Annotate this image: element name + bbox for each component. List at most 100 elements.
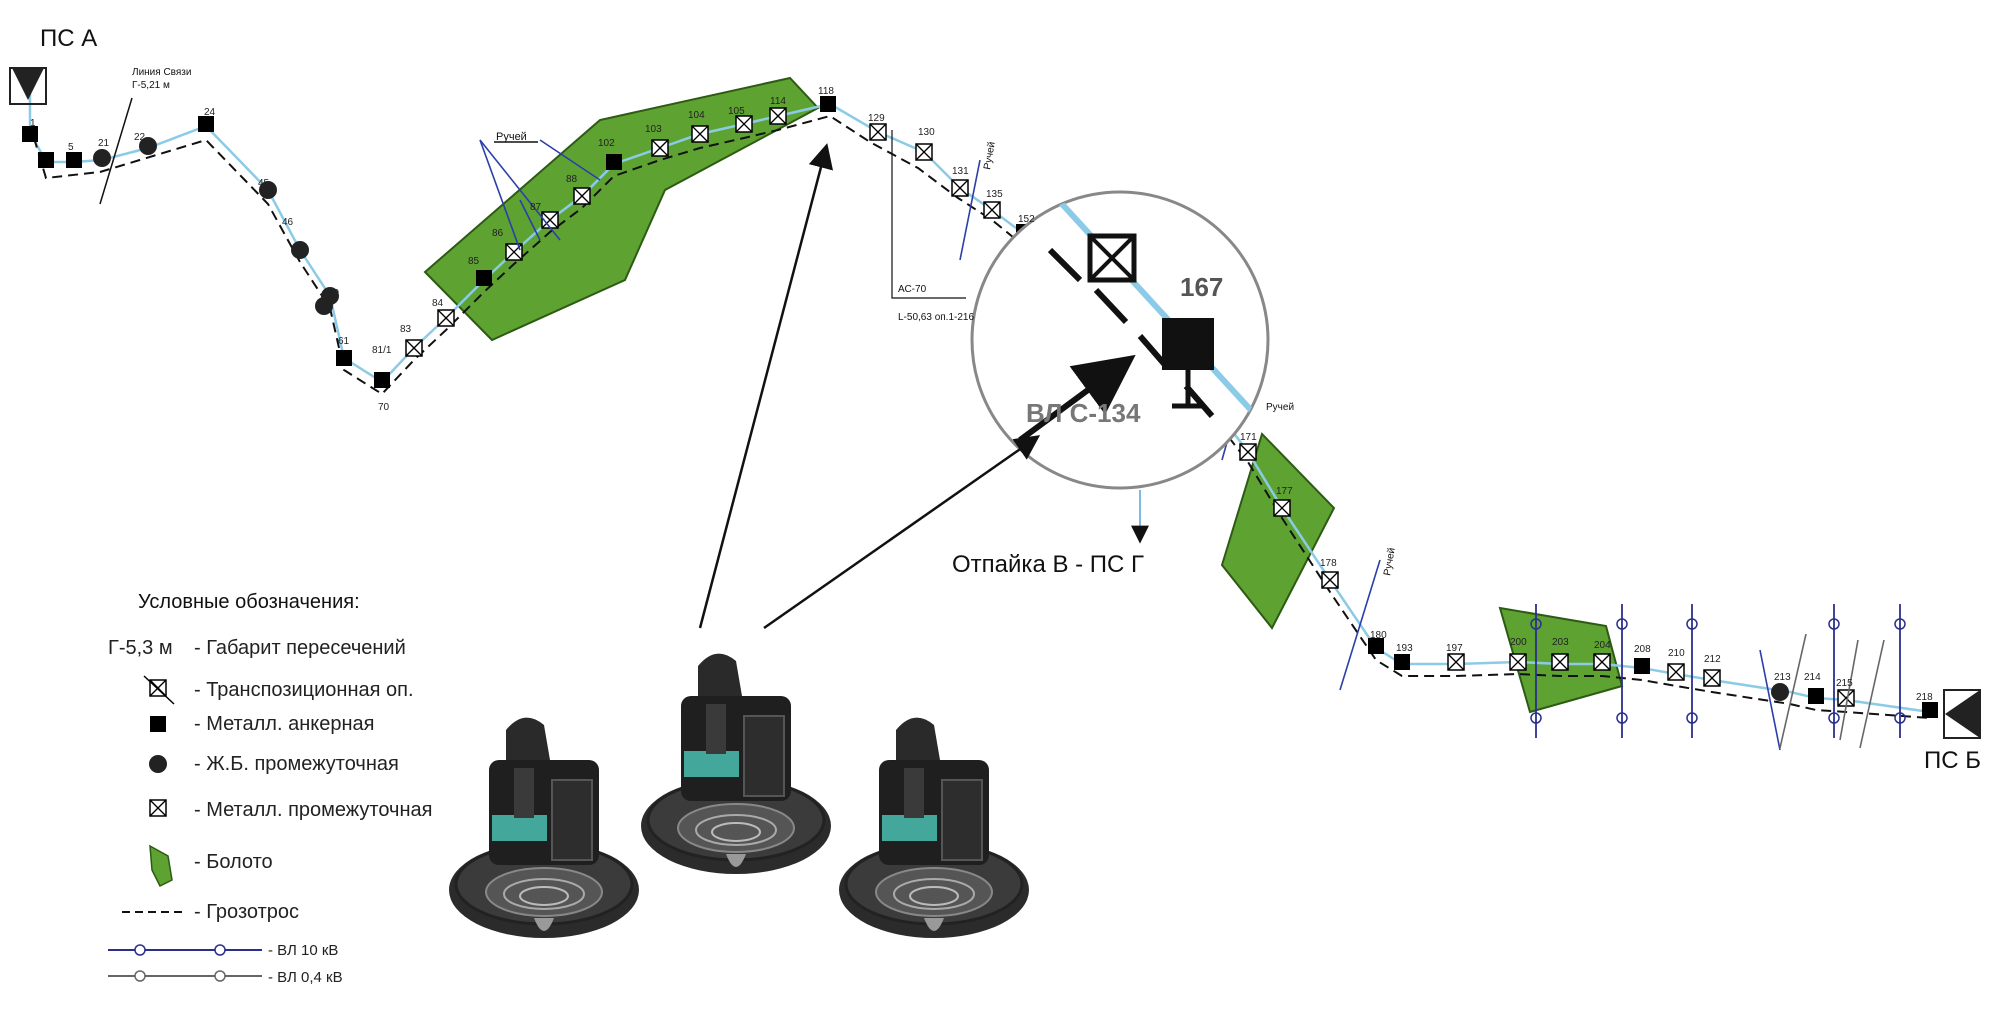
power-line — [28, 90, 1931, 714]
anchor-pole-icon — [1394, 654, 1410, 670]
legend-label: - Металл. анкерная — [194, 713, 374, 735]
stream-line — [519, 199, 541, 241]
pole-number: 200 — [1510, 637, 1527, 648]
anchor-pole-icon — [1368, 638, 1384, 654]
concrete-pole-icon — [291, 241, 309, 259]
pole-number: 212 — [1704, 654, 1721, 665]
stream-line — [959, 159, 981, 261]
zoom-ground-wire — [1093, 287, 1129, 325]
legend-anchor-icon — [150, 716, 166, 732]
high-bay-lamp-icon — [837, 716, 1031, 940]
pole-number: 218 — [1916, 692, 1933, 703]
pole-cross — [951, 179, 969, 197]
pole-number: 61 — [338, 336, 350, 347]
swamp-area — [423, 76, 820, 342]
pole-number: 203 — [1552, 637, 1569, 648]
stream-label: Ручей — [496, 131, 527, 143]
overhead-line-pole — [1530, 618, 1542, 630]
pole-number: 59 — [328, 288, 340, 299]
pole-number: 208 — [1634, 644, 1651, 655]
pole-number: 177 — [1276, 486, 1293, 497]
pole-number: 57 — [298, 247, 310, 258]
zoom-lens — [970, 190, 1270, 490]
pole-number: 102 — [598, 138, 615, 149]
pole-number: 180 — [1370, 630, 1387, 641]
anchor-pole-icon — [820, 96, 836, 112]
legend-label: - Ж.Б. промежуточная — [194, 753, 399, 775]
anchor-pole-icon — [1922, 702, 1938, 718]
overhead-line-pole — [1828, 618, 1840, 630]
pole-cross — [1447, 653, 1465, 671]
pole-number: 1 — [30, 118, 36, 129]
pole-number: 214 — [1804, 672, 1821, 683]
pole-number: 104 — [688, 110, 705, 121]
high-bay-lamp-icon — [639, 652, 833, 876]
comm-line-clearance: Г-5,21 м — [132, 80, 170, 91]
overhead-line-crossing — [1839, 639, 1859, 741]
substation-b-icon — [1945, 690, 1980, 738]
pole-number: 197 — [1446, 643, 1463, 654]
anchor-pole-icon — [1634, 658, 1650, 674]
overhead-line-crossing — [1779, 633, 1807, 749]
anchor-pole-icon — [66, 152, 82, 168]
pole-cross — [1273, 499, 1291, 517]
pole-number-labels: 1 5 21 22 24 45 46 57 59 61 70 81/1 83 8… — [30, 86, 1933, 703]
pole-cross — [573, 187, 591, 205]
zoom-ground-wire — [1137, 334, 1169, 368]
pole-number: 45 — [258, 178, 270, 189]
wire-length-label: L-50,63 оп.1-216 — [898, 312, 974, 323]
pole-number: 46 — [282, 217, 294, 228]
stream-line — [479, 139, 521, 251]
pole-number: 5 — [68, 142, 74, 153]
legend-line-pole — [214, 970, 226, 982]
pole-number: 129 — [868, 113, 885, 124]
pole-number: 171 — [1240, 432, 1257, 443]
pole-number: 87 — [530, 202, 542, 213]
pole-number: 81/1 — [372, 345, 392, 356]
anchor-pole-icon — [374, 372, 390, 388]
concrete-pole-icon — [93, 149, 111, 167]
pole-number: 70 — [378, 402, 390, 413]
legend-label: - Габарит пересечений — [194, 637, 406, 659]
zoom-ground-wire — [1047, 247, 1083, 283]
anchor-pole-icon — [22, 126, 38, 142]
pointer-arrow — [698, 143, 834, 629]
substation-a-label: ПС А — [40, 25, 97, 52]
pole-cross — [983, 201, 1001, 219]
anchor-pole-icon — [336, 350, 352, 366]
pole-number: 130 — [918, 127, 935, 138]
pole-cross — [691, 125, 709, 143]
pole-cross — [651, 139, 669, 157]
comm-line-crossing — [99, 97, 133, 205]
legend-label: - ВЛ 10 кВ — [268, 942, 338, 959]
pole-number: 85 — [468, 256, 480, 267]
stream-label: Ручей — [1266, 402, 1294, 413]
substation-a-icon — [12, 68, 44, 100]
anchor-pole-icon — [38, 152, 54, 168]
legend-line-pole — [134, 970, 146, 982]
concrete-pole-icon — [259, 181, 277, 199]
pole-cross — [1551, 653, 1569, 671]
overhead-line-crossing — [1859, 639, 1885, 749]
pole-cross — [1667, 663, 1685, 681]
pole-cross — [405, 339, 423, 357]
wire-label: АС-70 — [898, 284, 927, 295]
zoom-line-label: ВЛ С-134 — [1026, 398, 1141, 428]
legend-label: - Грозотрос — [194, 901, 299, 923]
overhead-line-pole — [1686, 712, 1698, 724]
comm-line-label: Линия Связи — [132, 67, 191, 78]
pole-number: 86 — [492, 228, 504, 239]
legend-line-pole — [134, 944, 146, 956]
stream-label: Ручей — [982, 141, 998, 171]
concrete-pole-icon — [315, 297, 333, 315]
concrete-pole-icon — [149, 755, 167, 773]
ground-wire — [33, 114, 1931, 719]
pole-number: 84 — [432, 298, 444, 309]
stream-line — [1759, 649, 1781, 751]
overhead-line-pole — [1894, 712, 1906, 724]
pole-number: 213 — [1774, 672, 1791, 683]
pole-number: 22 — [134, 132, 146, 143]
pole-number: 210 — [1668, 648, 1685, 659]
overhead-line-pole — [1616, 618, 1628, 630]
legend-label: - Болото — [194, 851, 273, 873]
